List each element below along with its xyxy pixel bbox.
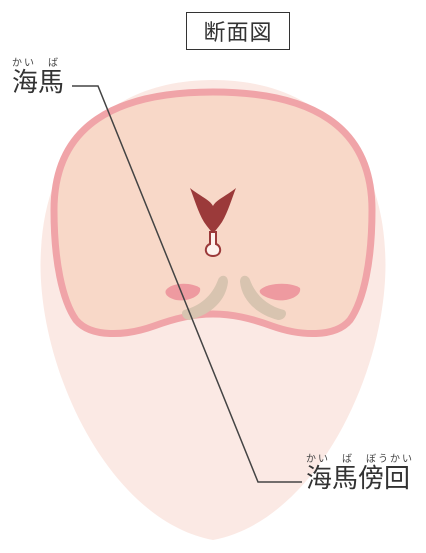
parahippocampal-ruby: かい ば ぼうかい (306, 450, 414, 465)
parahippocampal-text: 海馬傍回 (306, 465, 414, 493)
hippocampus-text: 海馬 (12, 69, 64, 97)
hippocampus-ruby: かい ば (12, 54, 64, 69)
parahippocampal-label: かい ば ぼうかい 海馬傍回 (306, 450, 414, 493)
diagram-title: 断面図 (186, 12, 290, 50)
hippocampus-label: かい ば 海馬 (12, 54, 64, 97)
